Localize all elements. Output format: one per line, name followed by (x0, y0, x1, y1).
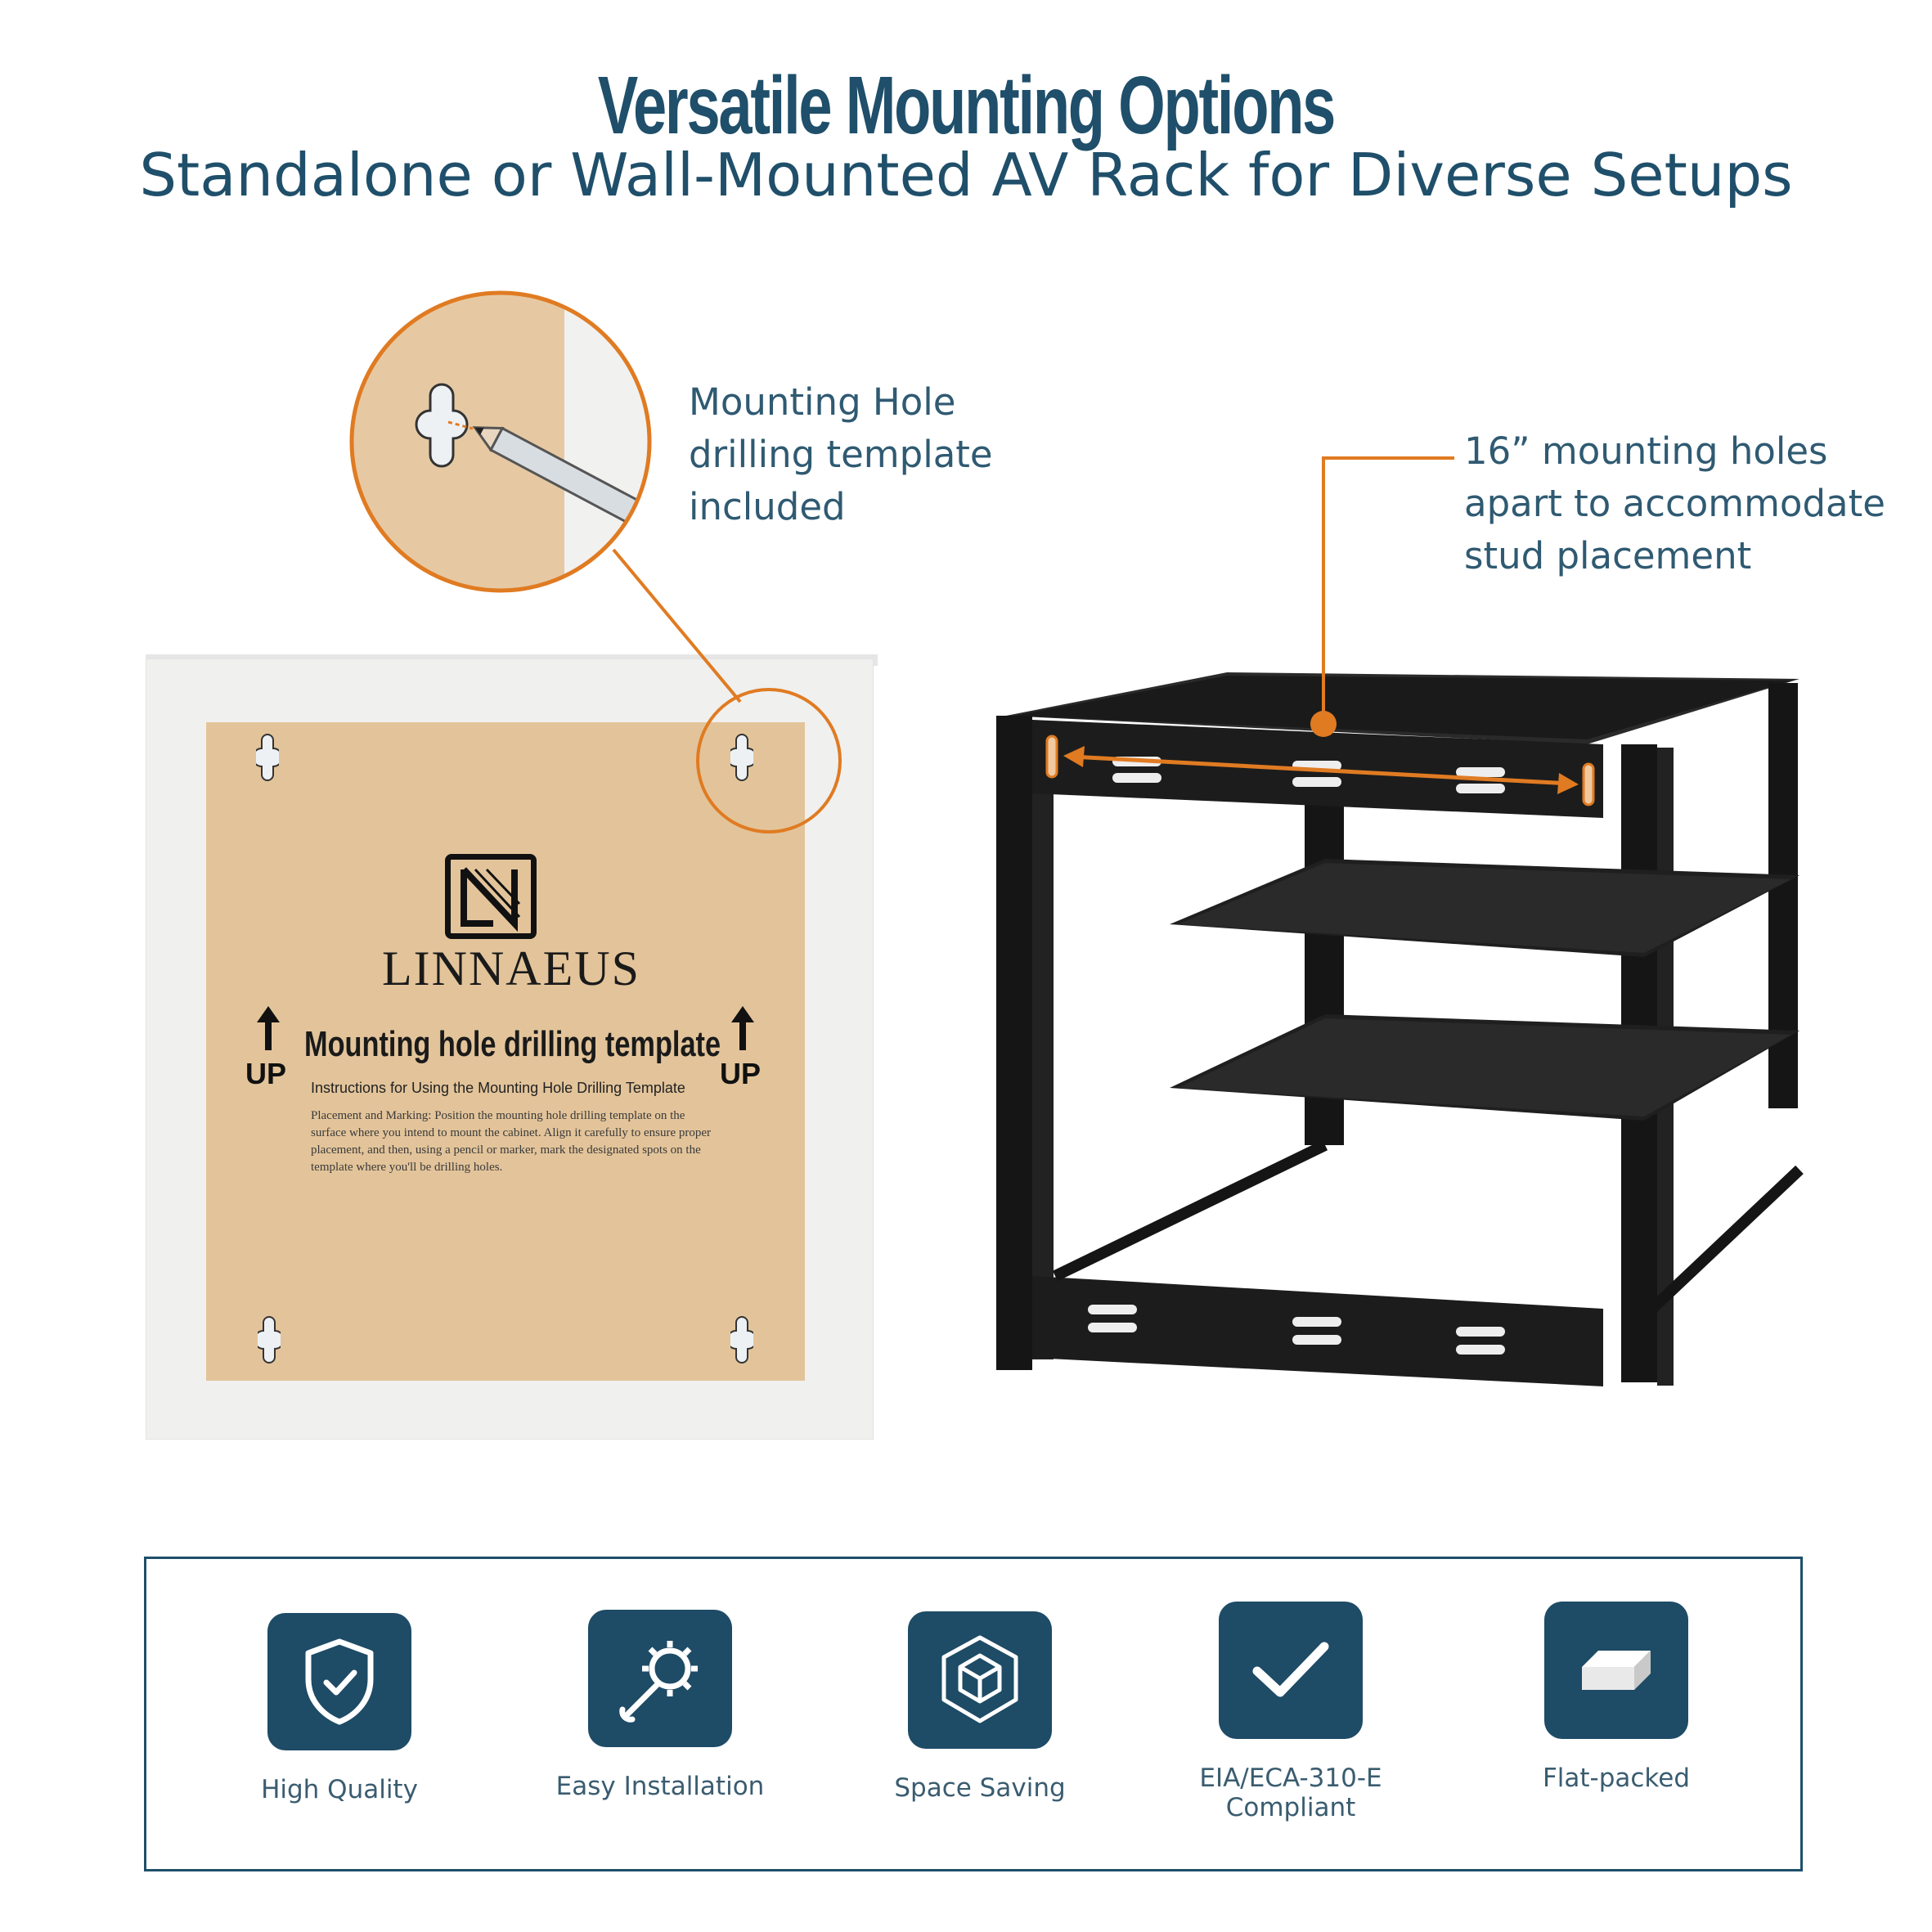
zoom-callout (349, 290, 842, 833)
shield-check-icon (305, 1638, 374, 1725)
feature-high-quality: High Quality (184, 1613, 495, 1804)
feature-space-saving: Space Saving (824, 1611, 1135, 1803)
rack-callout: 16” mounting holes apart to accommodate … (1464, 425, 1885, 582)
brand-name: LINNAEUS (382, 941, 640, 995)
feature-easy-installation: Easy Installation (505, 1610, 815, 1801)
template-heading: Mounting hole drilling template (304, 1024, 721, 1064)
rack-callout-line (1322, 456, 1454, 724)
feature-tile (267, 1613, 411, 1750)
feature-flat-packed: Flat-packed (1461, 1602, 1772, 1793)
page-subtitle: Standalone or Wall-Mounted AV Rack for D… (139, 141, 1793, 209)
feature-eia-compliant: EIA/ECA-310-E Compliant (1135, 1602, 1446, 1822)
template-callout-line-1: Mounting Hole (689, 380, 956, 424)
page-title: Versatile Mounting Options (597, 60, 1336, 151)
rack-callout-line-1: 16” mounting holes (1464, 429, 1828, 473)
up-label-left: UP (245, 1057, 287, 1090)
brand-logo-mark (461, 867, 521, 932)
feature-label: High Quality (261, 1775, 418, 1804)
av-rack-illustration (996, 672, 1804, 1386)
feature-tile (1219, 1602, 1363, 1739)
rack-callout-line-2: apart to accommodate (1464, 482, 1885, 525)
keyhole-top-right (730, 733, 753, 781)
up-label-right: UP (720, 1057, 762, 1090)
template-callout: Mounting Hole drilling template included (689, 376, 993, 533)
drilling-template-sheet (206, 722, 805, 1381)
checkmark-icon (1252, 1642, 1329, 1697)
template-callout-line-2: drilling template (689, 433, 993, 476)
keyhole-top-left (256, 733, 279, 781)
brand-logo (445, 854, 537, 939)
flat-box-icon (1582, 1651, 1651, 1690)
template-instructions-title: Instructions for Using the Mounting Hole… (311, 1080, 685, 1096)
template-callout-line-3: included (689, 485, 846, 528)
feature-label: EIA/ECA-310-E Compliant (1199, 1764, 1382, 1822)
up-arrow-left-icon (257, 1006, 280, 1050)
template-instructions-body: Placement and Marking: Position the moun… (311, 1109, 712, 1174)
feature-label: Flat-packed (1542, 1764, 1691, 1793)
feature-label: Space Saving (894, 1773, 1066, 1803)
wrench-gear-icon (619, 1641, 698, 1723)
keyhole-bottom-right (730, 1315, 753, 1364)
cube-icon (941, 1635, 1018, 1723)
feature-label: Easy Installation (555, 1772, 765, 1801)
feature-tile (908, 1611, 1052, 1749)
up-arrow-right-icon (731, 1006, 754, 1050)
rack-callout-line-3: stud placement (1464, 534, 1752, 577)
feature-tile (1544, 1602, 1688, 1739)
feature-tile (588, 1610, 732, 1747)
keyhole-bottom-left (258, 1315, 281, 1364)
